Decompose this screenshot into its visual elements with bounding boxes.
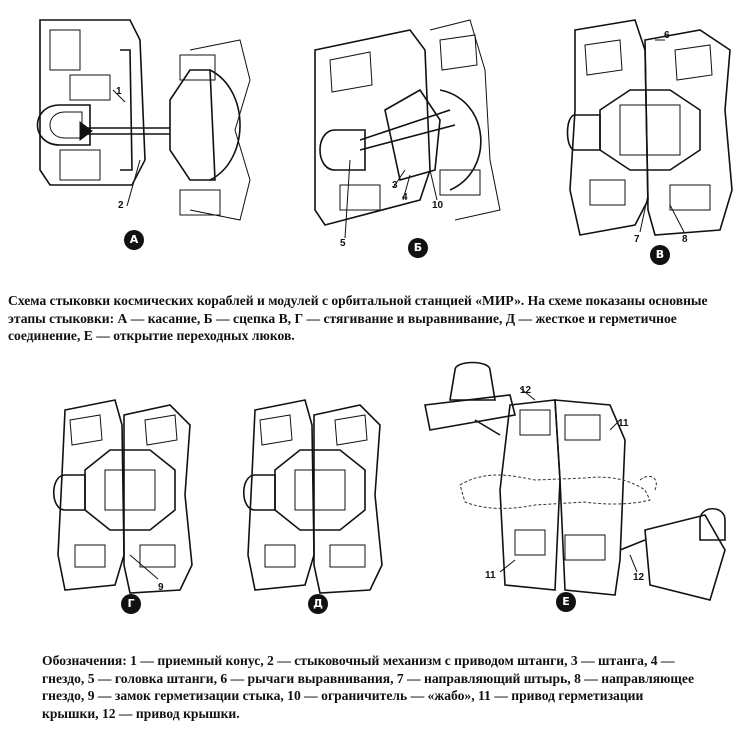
stage-badge-g: Г bbox=[121, 594, 141, 614]
panel-v-drawing bbox=[566, 19, 733, 236]
stage-badge-b: Б bbox=[408, 238, 428, 258]
stage-badge-v: В bbox=[650, 245, 670, 265]
panel-stage-d bbox=[240, 395, 390, 595]
panel-stage-b bbox=[290, 10, 520, 239]
panel-d-drawing bbox=[243, 399, 383, 594]
stage-badge-a: А bbox=[124, 230, 144, 250]
callout-1: 1 bbox=[116, 86, 122, 97]
callout-11-top: 11 bbox=[618, 418, 629, 429]
panel-b-drawing bbox=[314, 19, 501, 239]
panel-stage-a bbox=[20, 10, 260, 230]
legend-text: Обозначения: 1 — приемный конус, 2 — сты… bbox=[42, 653, 694, 721]
callout-4: 4 bbox=[402, 192, 408, 203]
callout-3: 3 bbox=[392, 180, 398, 191]
panel-stage-g bbox=[50, 395, 200, 595]
callout-12-bottom: 12 bbox=[633, 572, 645, 583]
panel-g-drawing bbox=[53, 399, 193, 594]
panel-stage-v bbox=[560, 10, 740, 240]
callout-6: 6 bbox=[664, 30, 670, 41]
panel-e-drawing bbox=[424, 361, 726, 601]
callout-9: 9 bbox=[158, 582, 164, 593]
stage-badge-d: Д bbox=[308, 594, 328, 614]
stage-badge-e: Е bbox=[556, 592, 576, 612]
callout-10: 10 bbox=[432, 200, 444, 211]
figure-caption: Схема стыковки космических кораблей и мо… bbox=[8, 292, 746, 345]
panel-stage-e bbox=[415, 360, 735, 610]
callout-8: 8 bbox=[682, 234, 688, 245]
panel-a-drawing bbox=[36, 19, 251, 221]
caption-text: Схема стыковки космических кораблей и мо… bbox=[8, 293, 708, 343]
figure-legend: Обозначения: 1 — приемный конус, 2 — сты… bbox=[42, 652, 702, 722]
callout-12-top: 12 bbox=[520, 385, 532, 396]
callout-5: 5 bbox=[340, 238, 346, 249]
callout-7: 7 bbox=[634, 234, 640, 245]
callout-2: 2 bbox=[118, 200, 124, 211]
callout-11-bottom: 11 bbox=[485, 570, 496, 581]
